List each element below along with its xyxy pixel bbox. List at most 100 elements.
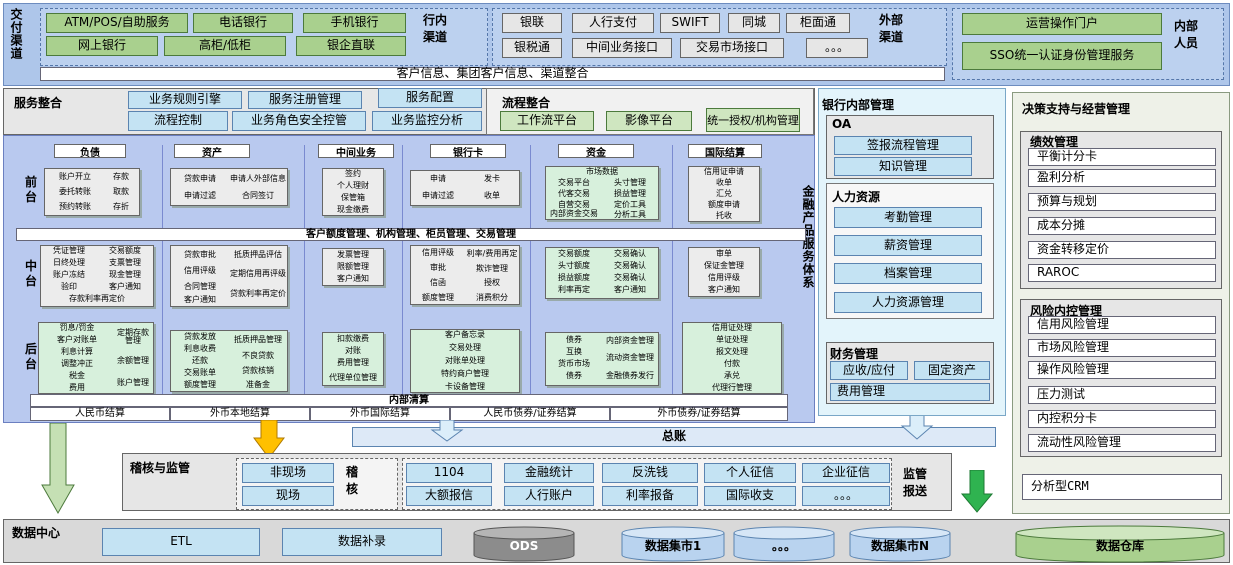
cell[interactable]: 签约 [345, 169, 361, 179]
reg-aml[interactable]: 反洗钱 [602, 463, 698, 483]
cell[interactable]: 承兑 [724, 371, 740, 381]
cell[interactable]: 保管箱 [341, 193, 365, 203]
cell[interactable]: 分析工具 [614, 209, 646, 219]
cell[interactable]: 利率再定 [558, 285, 590, 295]
cell[interactable]: 凭证管理 [53, 246, 85, 256]
hr-management[interactable]: 人力资源管理 [834, 292, 982, 313]
dc-martn[interactable]: 数据集市N [870, 539, 930, 554]
channel-phone[interactable]: 电话银行 [193, 13, 293, 33]
cell[interactable]: 支票管理 [109, 258, 141, 268]
cell[interactable]: 合同签订 [242, 190, 274, 200]
cell[interactable]: 损益额度 [558, 273, 590, 283]
cell[interactable]: 对账 [345, 346, 361, 356]
cell[interactable]: 头寸额度 [558, 261, 590, 271]
audit-offsite[interactable]: 非现场 [242, 463, 334, 483]
cell[interactable]: 交易账单 [184, 368, 216, 378]
cell[interactable]: 信用评级 [422, 247, 454, 257]
cell[interactable]: 发卡 [484, 173, 500, 183]
cell[interactable]: 申请过滤 [184, 190, 216, 200]
perf-cost[interactable]: 成本分摊 [1028, 217, 1216, 235]
cell[interactable]: 客户通知 [109, 282, 141, 292]
risk-credit[interactable]: 信用风险管理 [1028, 316, 1216, 334]
cell[interactable]: 头寸管理 [614, 177, 646, 187]
reg-more[interactable]: 。。。 [802, 486, 890, 506]
ext-counter-link[interactable]: 柜面通 [786, 13, 850, 33]
risk-scorecard[interactable]: 内控积分卡 [1028, 410, 1216, 428]
hr-salary[interactable]: 薪资管理 [834, 235, 982, 256]
cell[interactable]: 抵质押品评估 [234, 249, 282, 259]
channel-mobile[interactable]: 手机银行 [303, 13, 406, 33]
channel-web[interactable]: 网上银行 [46, 36, 158, 56]
ext-swift[interactable]: SWIFT [660, 13, 720, 33]
cell[interactable]: 验印 [61, 282, 77, 292]
cell[interactable]: 贷款申请 [184, 173, 216, 183]
oa-knowledge[interactable]: 知识管理 [834, 157, 972, 176]
image-platform[interactable]: 影像平台 [606, 111, 692, 131]
risk-market[interactable]: 市场风险管理 [1028, 339, 1216, 357]
cell[interactable]: 额度管理 [184, 380, 216, 390]
cell[interactable]: 报文处理 [716, 347, 748, 357]
reg-rate-filing[interactable]: 利率报备 [602, 486, 698, 506]
cell[interactable]: 不良贷款 [242, 351, 274, 361]
ext-local-clearing[interactable]: 同城 [728, 13, 780, 33]
cell[interactable]: 贷款发放 [184, 332, 216, 342]
cell[interactable]: 交易确认 [614, 249, 646, 259]
cell[interactable]: 申请人外部信息 [230, 173, 286, 183]
cell[interactable]: 发票管理 [337, 250, 369, 260]
cell[interactable]: 客户通知 [337, 274, 369, 284]
cell[interactable]: 信用评级 [184, 265, 216, 275]
cell[interactable]: 汇兑 [716, 188, 732, 198]
cell[interactable]: 调整冲正 [61, 359, 93, 369]
cell[interactable]: 利息计算 [61, 347, 93, 357]
cell[interactable]: 存款利率再定价 [69, 294, 125, 304]
risk-operation[interactable]: 操作风险管理 [1028, 361, 1216, 379]
perf-bsc[interactable]: 平衡计分卡 [1028, 148, 1216, 166]
cell[interactable]: 内部资金交易 [550, 208, 598, 218]
cell[interactable]: 税金 [69, 371, 85, 381]
cell[interactable]: 代理行管理 [712, 383, 752, 393]
audit-onsite[interactable]: 现场 [242, 486, 334, 506]
cell[interactable]: 利息收费 [184, 344, 216, 354]
fin-receivable[interactable]: 应收/应付 [830, 361, 908, 380]
cell[interactable]: 额度申请 [708, 199, 740, 209]
cell[interactable]: 付款 [724, 359, 740, 369]
cell[interactable]: 货币市场 [558, 359, 590, 369]
risk-liquidity[interactable]: 流动性风险管理 [1028, 434, 1216, 452]
cell[interactable]: 单证处理 [716, 335, 748, 345]
cell[interactable]: 自营交易 [558, 199, 590, 209]
cell[interactable]: 客户对账单 [57, 335, 97, 345]
cell[interactable]: 客户备忘录 [445, 330, 485, 340]
cell[interactable]: 授权 [484, 277, 500, 287]
cell[interactable]: 预约转账 [59, 201, 91, 211]
cell[interactable]: 债券 [566, 371, 582, 381]
reg-pboc-account[interactable]: 人行账户 [504, 486, 594, 506]
cell[interactable]: 信用评级 [708, 273, 740, 283]
cell[interactable]: 交易平台 [558, 177, 590, 187]
cell[interactable]: 定期存款管理 [117, 327, 149, 345]
cell[interactable]: 还款 [192, 356, 208, 366]
cell[interactable]: 抵质押品管理 [234, 334, 282, 344]
dc-mart-more[interactable]: 。。。 [771, 539, 796, 554]
cell[interactable]: 日终处理 [53, 258, 85, 268]
monitor-analysis[interactable]: 业务监控分析 [372, 111, 482, 131]
cell[interactable]: 保证金管理 [704, 261, 744, 271]
cell[interactable]: 对账单处理 [445, 356, 485, 366]
cell[interactable]: 代客交易 [558, 188, 590, 198]
flow-control[interactable]: 流程控制 [128, 111, 228, 131]
cell[interactable]: 账户开立 [59, 171, 91, 181]
cell[interactable]: 交易额度 [109, 246, 141, 256]
cell[interactable]: 额度管理 [422, 292, 454, 302]
cell[interactable]: 交易确认 [614, 273, 646, 283]
cell[interactable]: 现金缴费 [337, 205, 369, 215]
cell[interactable]: 欺诈管理 [476, 263, 508, 273]
cell[interactable]: 个人理财 [337, 181, 369, 191]
cell[interactable]: 信函 [430, 277, 446, 287]
role-security[interactable]: 业务角色安全控管 [232, 111, 366, 131]
cell[interactable]: 取款 [113, 186, 129, 196]
cell[interactable]: 交易额度 [558, 249, 590, 259]
cell[interactable]: 贷款核销 [242, 366, 274, 376]
cell[interactable]: 金融债券发行 [606, 370, 654, 380]
cell[interactable]: 市场数据 [586, 166, 618, 176]
cell[interactable]: 合同管理 [184, 281, 216, 291]
cell[interactable]: 存款 [113, 171, 129, 181]
